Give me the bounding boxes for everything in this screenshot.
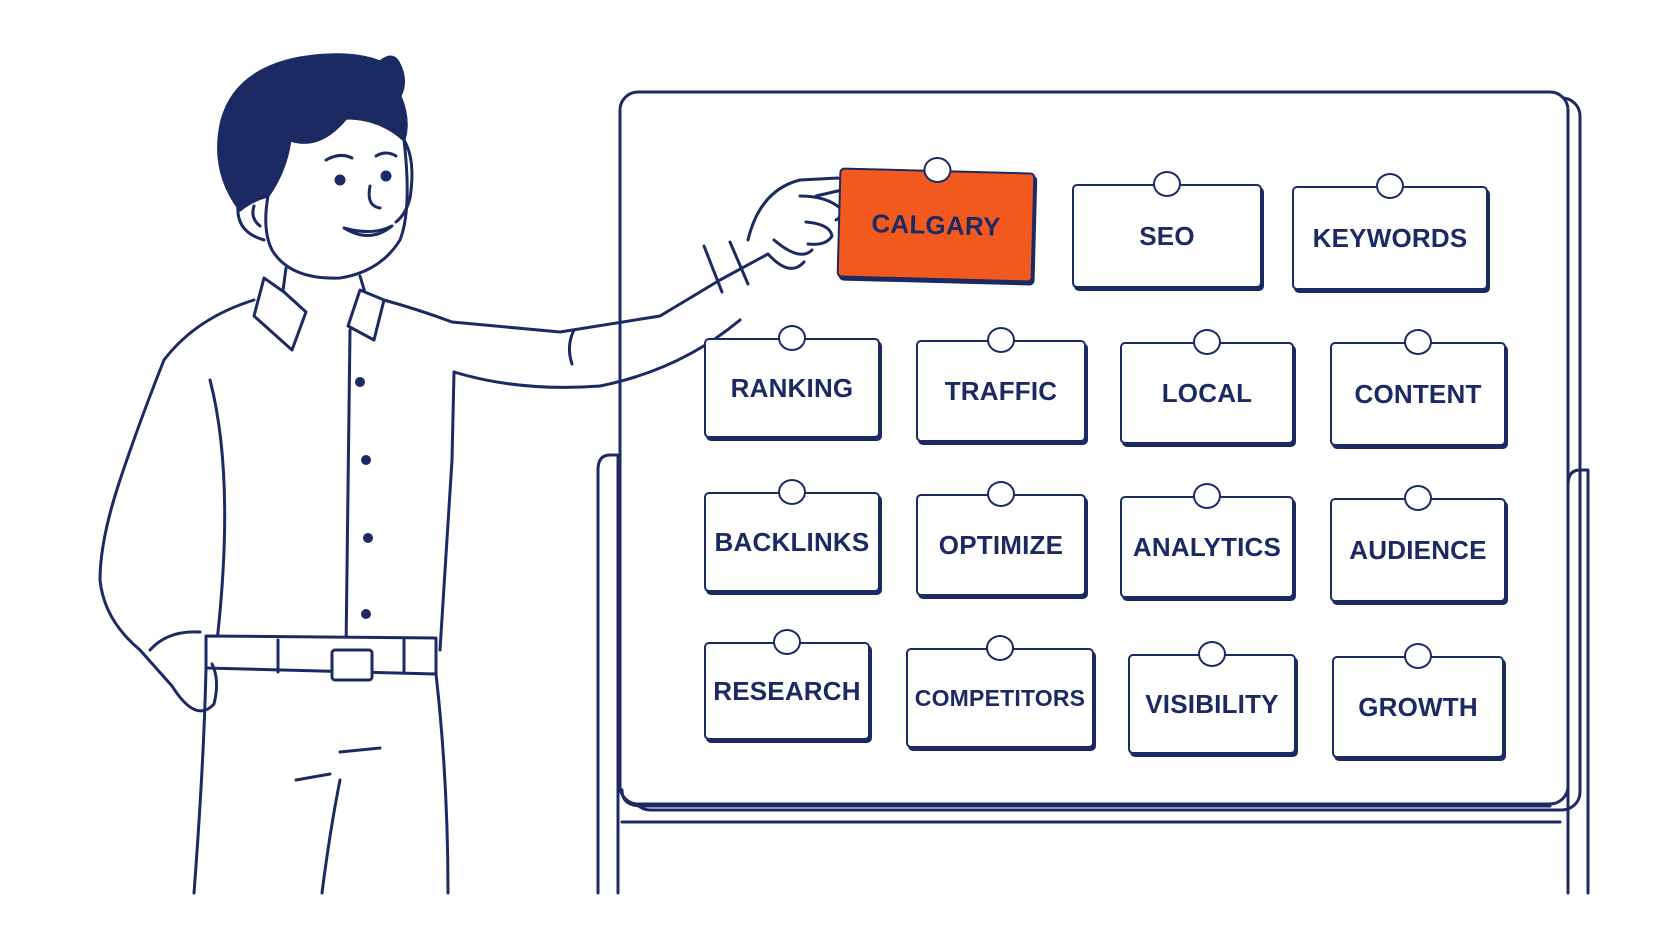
keyword-card-ranking: RANKING bbox=[704, 325, 880, 438]
pushpin-icon bbox=[1404, 329, 1432, 355]
keyword-card-research: RESEARCH bbox=[704, 629, 870, 740]
keyword-card-audience: AUDIENCE bbox=[1330, 485, 1506, 602]
keyword-card-growth: GROWTH bbox=[1332, 643, 1504, 758]
keyword-card-content: CONTENT bbox=[1330, 329, 1506, 446]
pushpin-icon bbox=[986, 635, 1014, 661]
pushpin-icon bbox=[1193, 329, 1221, 355]
keyword-card-label: RESEARCH bbox=[713, 675, 861, 706]
keyword-card-traffic: TRAFFIC bbox=[916, 327, 1086, 442]
keyword-card-label: VISIBILITY bbox=[1145, 688, 1279, 719]
person-illustration bbox=[98, 53, 847, 895]
keyword-card-label: GROWTH bbox=[1358, 691, 1478, 722]
pushpin-icon bbox=[778, 479, 806, 505]
pushpin-icon bbox=[923, 156, 952, 184]
keyword-card-backlinks: BACKLINKS bbox=[704, 479, 880, 592]
pushpin-icon bbox=[1404, 643, 1432, 669]
pushpin-icon bbox=[987, 327, 1015, 353]
keyword-card-label: CONTENT bbox=[1354, 378, 1482, 409]
keyword-card-analytics: ANALYTICS bbox=[1120, 483, 1294, 598]
keyword-card-optimize: OPTIMIZE bbox=[916, 481, 1086, 596]
keyword-card-label: AUDIENCE bbox=[1349, 534, 1487, 565]
keyword-card-calgary: CALGARY bbox=[836, 156, 1036, 283]
pushpin-icon bbox=[1198, 641, 1226, 667]
keyword-card-local: LOCAL bbox=[1120, 329, 1294, 444]
pushpin-icon bbox=[1376, 173, 1404, 199]
pushpin-icon bbox=[778, 325, 806, 351]
keyword-card-label: BACKLINKS bbox=[714, 526, 870, 557]
keyword-card-label: CALGARY bbox=[871, 207, 1001, 242]
keyword-card-visibility: VISIBILITY bbox=[1128, 641, 1296, 754]
keyword-card-label: TRAFFIC bbox=[944, 375, 1058, 406]
keyword-card-label: LOCAL bbox=[1161, 377, 1253, 408]
keyword-card-label: RANKING bbox=[730, 372, 854, 403]
keyword-card-label: COMPETITORS bbox=[914, 684, 1086, 711]
keyword-card-keywords: KEYWORDS bbox=[1292, 173, 1488, 290]
keyword-card-competitors: COMPETITORS bbox=[906, 635, 1094, 748]
pushpin-icon bbox=[987, 481, 1015, 507]
keyword-card-label: KEYWORDS bbox=[1312, 222, 1468, 253]
keyword-card-label: OPTIMIZE bbox=[938, 529, 1064, 560]
keyword-card-label: SEO bbox=[1139, 220, 1195, 251]
keyword-card-seo: SEO bbox=[1072, 171, 1262, 288]
pushpin-icon bbox=[1404, 485, 1432, 511]
keyword-card-label: ANALYTICS bbox=[1132, 531, 1282, 562]
pushpin-icon bbox=[1193, 483, 1221, 509]
pushpin-icon bbox=[773, 629, 801, 655]
pushpin-icon bbox=[1153, 171, 1181, 197]
